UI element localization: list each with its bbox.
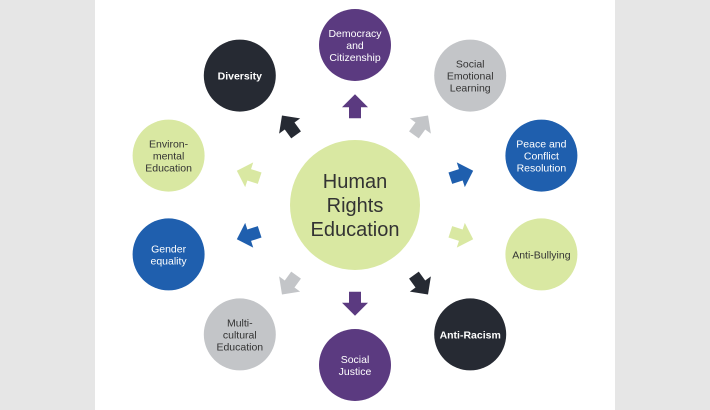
node-label-peace: Conflict xyxy=(524,151,559,163)
node-label-democracy: Democracy xyxy=(328,28,382,40)
node-circle-diversity xyxy=(203,39,276,112)
node-circle-anti-racism xyxy=(434,298,507,371)
node-label-gender: Gender xyxy=(151,243,187,255)
node-circle-environmental xyxy=(132,119,205,192)
node-label-environmental: mental xyxy=(153,151,185,163)
node-circle-peace xyxy=(505,119,578,192)
node-label-diversity: Diversity xyxy=(218,71,263,83)
arrows-layer xyxy=(236,94,474,316)
node-label-environmental: Education xyxy=(145,163,192,175)
arrow-anti-racism xyxy=(409,271,431,295)
node-anti-racism: Anti-Racism xyxy=(434,298,507,371)
node-label-social-justice: Justice xyxy=(339,366,372,378)
node-label-democracy: Citizenship xyxy=(329,52,381,64)
arrow-anti-bullying xyxy=(448,222,474,248)
arrow-diversity xyxy=(279,115,301,139)
node-circle-anti-bullying xyxy=(505,218,578,291)
node-diversity: Diversity xyxy=(203,39,276,112)
node-anti-bullying: Anti-Bullying xyxy=(505,218,578,291)
node-circle-gender xyxy=(132,218,205,291)
node-label-peace: Resolution xyxy=(517,163,567,175)
arrow-democracy xyxy=(342,94,368,119)
node-label-anti-bullying: Anti-Bullying xyxy=(512,249,571,261)
node-label-social-emotional: Emotional xyxy=(447,71,494,83)
node-label-social-emotional: Social xyxy=(456,59,485,71)
node-circle-social-justice xyxy=(319,329,391,401)
node-label-gender: equality xyxy=(150,255,187,267)
node-label-social-emotional: Learning xyxy=(450,83,491,95)
arrow-peace xyxy=(448,162,474,188)
center-circle xyxy=(290,140,420,270)
node-circle-multicultural xyxy=(203,298,276,371)
node-circle-democracy xyxy=(319,9,391,81)
node-label-multicultural: Education xyxy=(216,341,263,353)
node-label-multicultural: Multi- xyxy=(227,317,253,329)
node-label-environmental: Environ- xyxy=(149,139,189,151)
human-rights-education-diagram: DemocracyandCitizenshipSocialEmotionalLe… xyxy=(132,9,578,401)
arrow-multicultural xyxy=(279,271,301,295)
node-circle-social-emotional xyxy=(434,39,507,112)
center-label: Education xyxy=(311,219,400,241)
node-label-democracy: and xyxy=(346,40,364,52)
arrow-social-justice xyxy=(342,291,368,316)
nodes-layer: DemocracyandCitizenshipSocialEmotionalLe… xyxy=(132,9,578,401)
center-label: Human xyxy=(323,171,387,193)
node-label-multicultural: cultural xyxy=(223,329,257,341)
center-label: Rights xyxy=(327,195,384,217)
arrow-social-emotional xyxy=(409,115,431,139)
node-label-peace: Peace and xyxy=(516,139,566,151)
node-label-social-justice: Social xyxy=(341,354,370,366)
node-label-anti-racism: Anti-Racism xyxy=(440,329,501,341)
arrow-environmental xyxy=(236,162,262,188)
arrow-gender xyxy=(236,222,262,248)
